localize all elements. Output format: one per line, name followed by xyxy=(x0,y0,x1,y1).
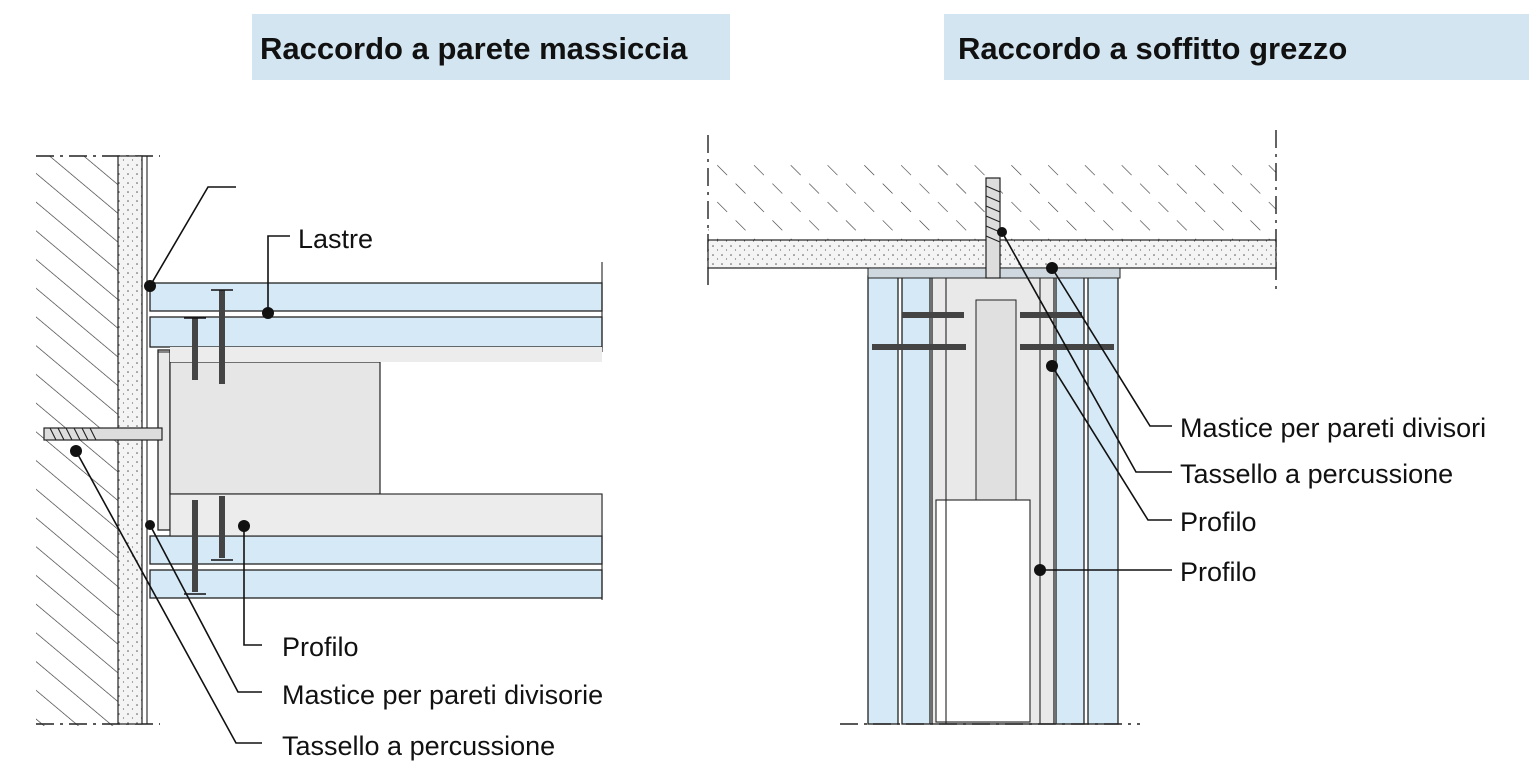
leader-profilo xyxy=(243,526,262,646)
plasterboard-top-outer xyxy=(149,282,603,312)
label-profilo: Profilo xyxy=(282,632,359,662)
label-mastice-r: Mastice per pareti divisori xyxy=(1180,413,1486,443)
screws-top xyxy=(184,289,233,384)
label-tassello-r: Tassello a percussione xyxy=(1180,459,1453,489)
board-left-inner xyxy=(901,275,931,725)
leader-tassello-r xyxy=(1001,231,1172,473)
leader-lastre xyxy=(267,235,290,313)
label-lastre: Lastre xyxy=(298,224,373,254)
board-right-outer xyxy=(1087,275,1119,725)
left-title: Raccordo a parete massiccia xyxy=(260,31,688,66)
right-title-background xyxy=(944,14,1529,80)
leader-mastice-r xyxy=(1051,267,1172,427)
right-detail: Raccordo a soffitto grezzo xyxy=(707,14,1529,725)
plasterboard-top-inner xyxy=(149,316,603,348)
masonry-wall xyxy=(36,156,118,726)
board-left-outer xyxy=(867,275,899,725)
plasterboard-bottom-outer xyxy=(149,569,603,599)
board-right-inner xyxy=(1055,275,1085,725)
leader-profilo-r1 xyxy=(1051,365,1172,521)
screws-bottom xyxy=(184,496,233,595)
left-dowel xyxy=(43,427,163,441)
label-mastice: Mastice per pareti divisorie xyxy=(282,680,603,710)
right-title: Raccordo a soffitto grezzo xyxy=(958,31,1347,66)
leader-mastice-top xyxy=(149,186,236,287)
ceiling-dowel xyxy=(985,177,1001,279)
leader-mastice xyxy=(149,524,262,693)
left-detail: Raccordo a parete massiccia xyxy=(36,14,730,761)
leader-tassello xyxy=(75,450,262,744)
label-profilo-r1: Profilo xyxy=(1180,507,1257,537)
label-profilo-r2: Profilo xyxy=(1180,557,1257,587)
label-tassello: Tassello a percussione xyxy=(282,731,555,761)
left-title-background xyxy=(252,14,730,80)
